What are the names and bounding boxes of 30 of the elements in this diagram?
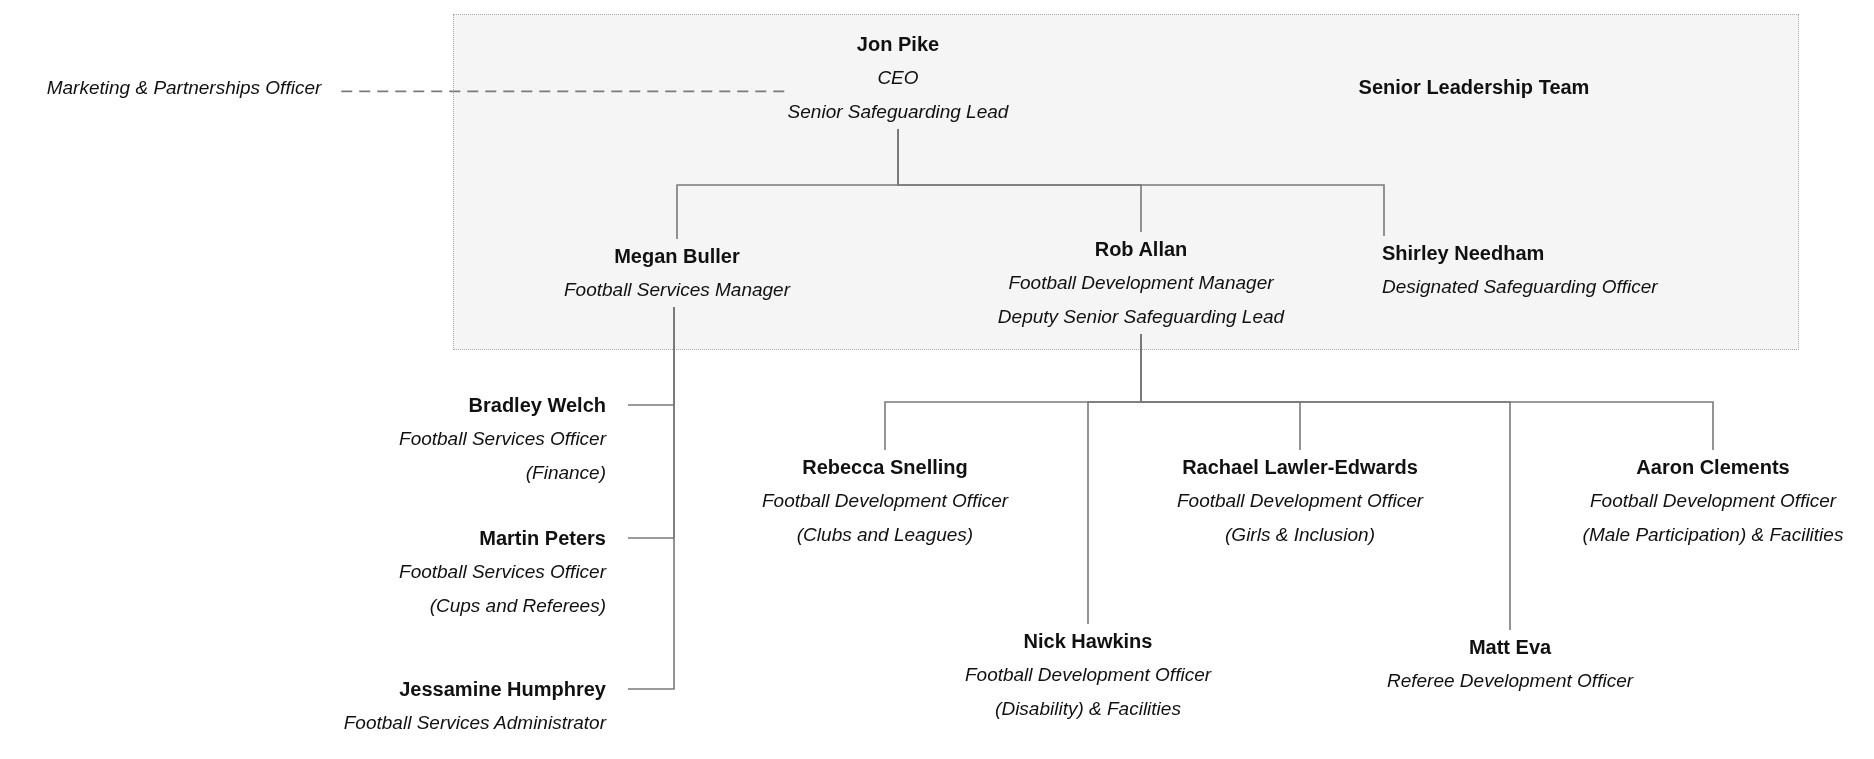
job-title: CEO [876, 66, 920, 90]
job-title: Marketing & Partnerships Officer [46, 76, 322, 100]
person-name: Bradley Welch [467, 393, 606, 418]
job-title: Football Development Officer (Male Participation) & Facilities [1581, 489, 1845, 547]
job-title: Football Development Officer (Disability) & Facilities [963, 663, 1213, 721]
job-title: Football Development Officer (Girls & Inclusion) [1175, 489, 1425, 547]
connector-line [897, 128, 1385, 237]
person-name: Rachael Lawler-Edwards [1181, 455, 1419, 480]
person-name: Matt Eva [1467, 635, 1553, 660]
person-name: Jessamine Humphrey [398, 677, 606, 702]
person-name: Shirley Needham [1382, 241, 1546, 266]
team-title: Senior Leadership Team [1358, 76, 1590, 99]
team-panel [453, 14, 1799, 350]
job-title: Football Services Officer (Cups and Referees) [398, 560, 606, 618]
person-name: Rebecca Snelling [801, 455, 969, 480]
job-title: Football Services Manager [564, 278, 790, 302]
job-title: Football Services Administrator [343, 711, 606, 735]
person-name: Rob Allan [1093, 237, 1189, 262]
person-name: Martin Peters [478, 526, 606, 551]
job-title: Deputy Senior Safeguarding Lead [997, 305, 1285, 329]
job-title: Senior Safeguarding Lead [787, 100, 1009, 124]
job-title: Referee Development Officer [1386, 669, 1634, 693]
person-name: Aaron Clements [1635, 455, 1791, 480]
person-name: Megan Buller [613, 244, 741, 269]
person-name: Jon Pike [855, 32, 941, 57]
person-name: Nick Hawkins [1022, 629, 1154, 654]
job-title: Football Development Manager [1007, 271, 1275, 295]
job-title: Designated Safeguarding Officer [1382, 275, 1658, 299]
job-title: Football Services Officer (Finance) [398, 427, 606, 485]
job-title: Football Development Officer (Clubs and Leagues) [760, 489, 1010, 547]
